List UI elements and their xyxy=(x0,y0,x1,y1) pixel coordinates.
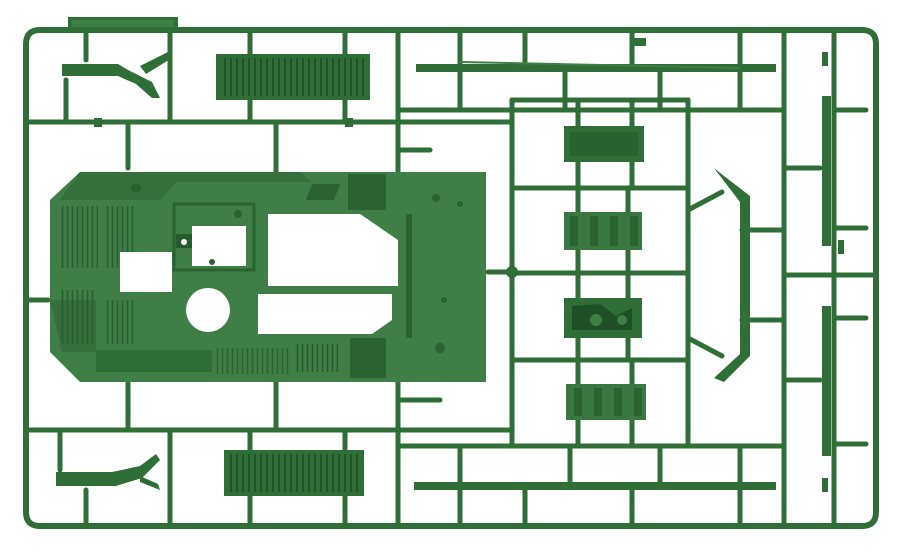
hull-part xyxy=(50,172,486,382)
rod-part-upper xyxy=(822,96,831,246)
rail-part-top xyxy=(416,61,776,72)
small-part-1 xyxy=(564,126,644,162)
grille-plate-top xyxy=(216,54,370,100)
grille-plate-bottom xyxy=(224,450,364,496)
rail-part-bottom xyxy=(414,482,776,490)
runner-gates xyxy=(94,38,844,492)
bracket-part-top-left xyxy=(62,52,172,98)
outer-runner xyxy=(23,27,879,529)
rod-part-lower xyxy=(822,306,831,456)
part-number-tab xyxy=(68,17,178,30)
small-part-4 xyxy=(566,384,646,420)
arm-part xyxy=(714,168,750,382)
bracket-part-bottom-left xyxy=(56,454,160,490)
small-part-3 xyxy=(564,298,642,338)
small-part-2 xyxy=(564,212,642,250)
